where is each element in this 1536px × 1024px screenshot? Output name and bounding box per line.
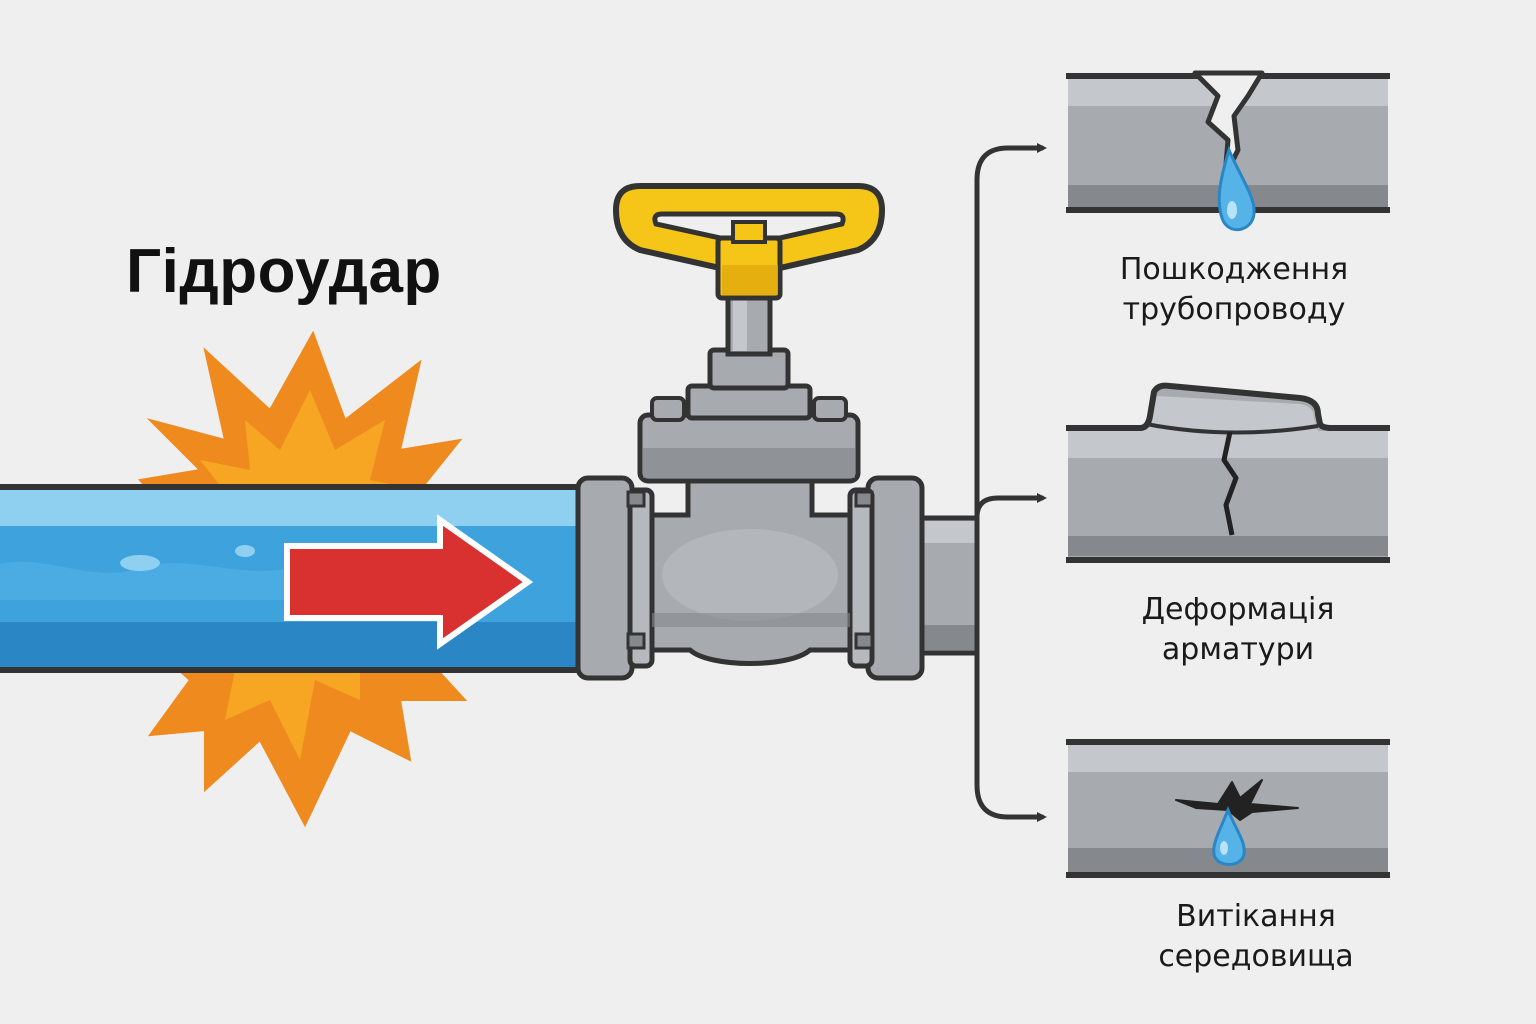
effect-caption-line: арматури <box>1161 632 1315 667</box>
effect-connectors <box>974 143 1047 822</box>
effect-caption-line: середовища <box>1158 939 1354 974</box>
effect-caption-line: трубопроводу <box>1122 292 1346 327</box>
effect-caption-line: Витікання <box>1176 899 1336 934</box>
effect-caption-line: Пошкодження <box>1119 252 1349 287</box>
effect-caption-fitting-deformation: Деформація арматури <box>1068 590 1408 670</box>
diagram-title: Гідроудар <box>126 237 442 306</box>
effect-caption-line: Деформація <box>1141 592 1335 627</box>
effect-caption-pipeline-damage: Пошкодження трубопроводу <box>1064 250 1404 330</box>
valve-handle-icon[interactable] <box>612 183 886 301</box>
flow-arrow-icon <box>284 514 534 650</box>
effect-caption-medium-leakage: Витікання середовища <box>1086 897 1426 977</box>
valve <box>575 293 925 681</box>
cracked-pipe-icon <box>1066 70 1390 231</box>
leaking-pipe-icon <box>1066 739 1390 878</box>
deformed-pipe-icon <box>1066 382 1390 563</box>
